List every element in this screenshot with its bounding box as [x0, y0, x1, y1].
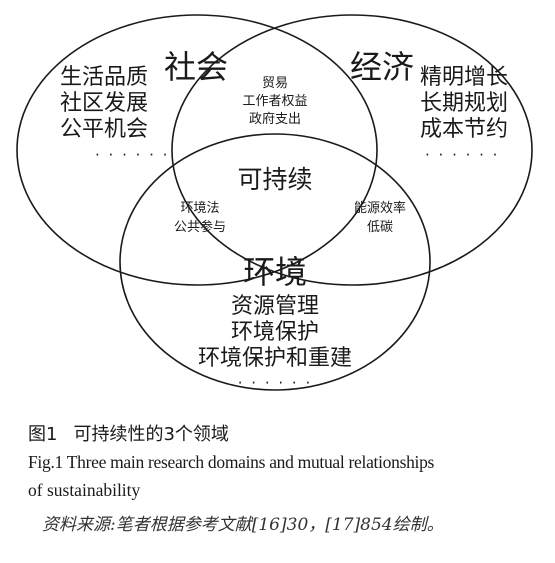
economy-ellipsis: · · · · · · — [425, 146, 499, 164]
overlap-economy-environment-item: 能源效率 — [354, 200, 406, 216]
environment-item: 资源管理 — [231, 294, 319, 319]
figure-caption-cn: 图1 可持续性的3个领域 — [28, 420, 229, 446]
society-item: 公平机会 — [60, 117, 148, 142]
society-title: 社会 — [164, 48, 228, 86]
environment-item: 环境保护和重建 — [198, 346, 352, 371]
overlap-society-economy-item: 贸易 — [262, 76, 288, 91]
environment-item: 环境保护 — [231, 320, 319, 345]
overlap-economy-environment-item: 低碳 — [367, 220, 393, 235]
overlap-society-environment-item: 公共参与 — [174, 219, 226, 235]
center-label: 可持续 — [237, 165, 312, 194]
economy-item: 成本节约 — [420, 117, 508, 142]
venn-diagram: 社会 生活品质 社区发展 公平机会 · · · · · · 经济 精明增长 长期… — [16, 14, 533, 392]
figure-number: 图1 — [28, 424, 58, 445]
environment-ellipsis: · · · · · · — [238, 374, 312, 392]
figure-caption-en-line1: Fig.1 Three main research domains and mu… — [28, 452, 435, 472]
figure-source-note: 资料来源:笔者根据参考文献[16]30，[17]854绘制。 — [42, 515, 444, 535]
economy-circle — [171, 14, 533, 286]
economy-item: 精明增长 — [420, 65, 508, 90]
society-item: 生活品质 — [60, 65, 148, 90]
economy-title: 经济 — [350, 48, 414, 86]
environment-circle — [119, 133, 431, 391]
overlap-society-economy-item: 政府支出 — [249, 112, 301, 127]
figure-caption-en-line2: of sustainability — [28, 480, 141, 500]
society-ellipsis: · · · · · · — [95, 146, 169, 164]
economy-item: 长期规划 — [420, 91, 508, 116]
figure-title-cn: 可持续性的3个领域 — [73, 424, 229, 445]
overlap-society-economy-item: 工作者权益 — [242, 93, 307, 109]
environment-title: 环境 — [243, 253, 307, 291]
society-item: 社区发展 — [60, 91, 148, 116]
society-circle — [16, 14, 378, 286]
overlap-society-environment-item: 环境法 — [180, 201, 219, 216]
